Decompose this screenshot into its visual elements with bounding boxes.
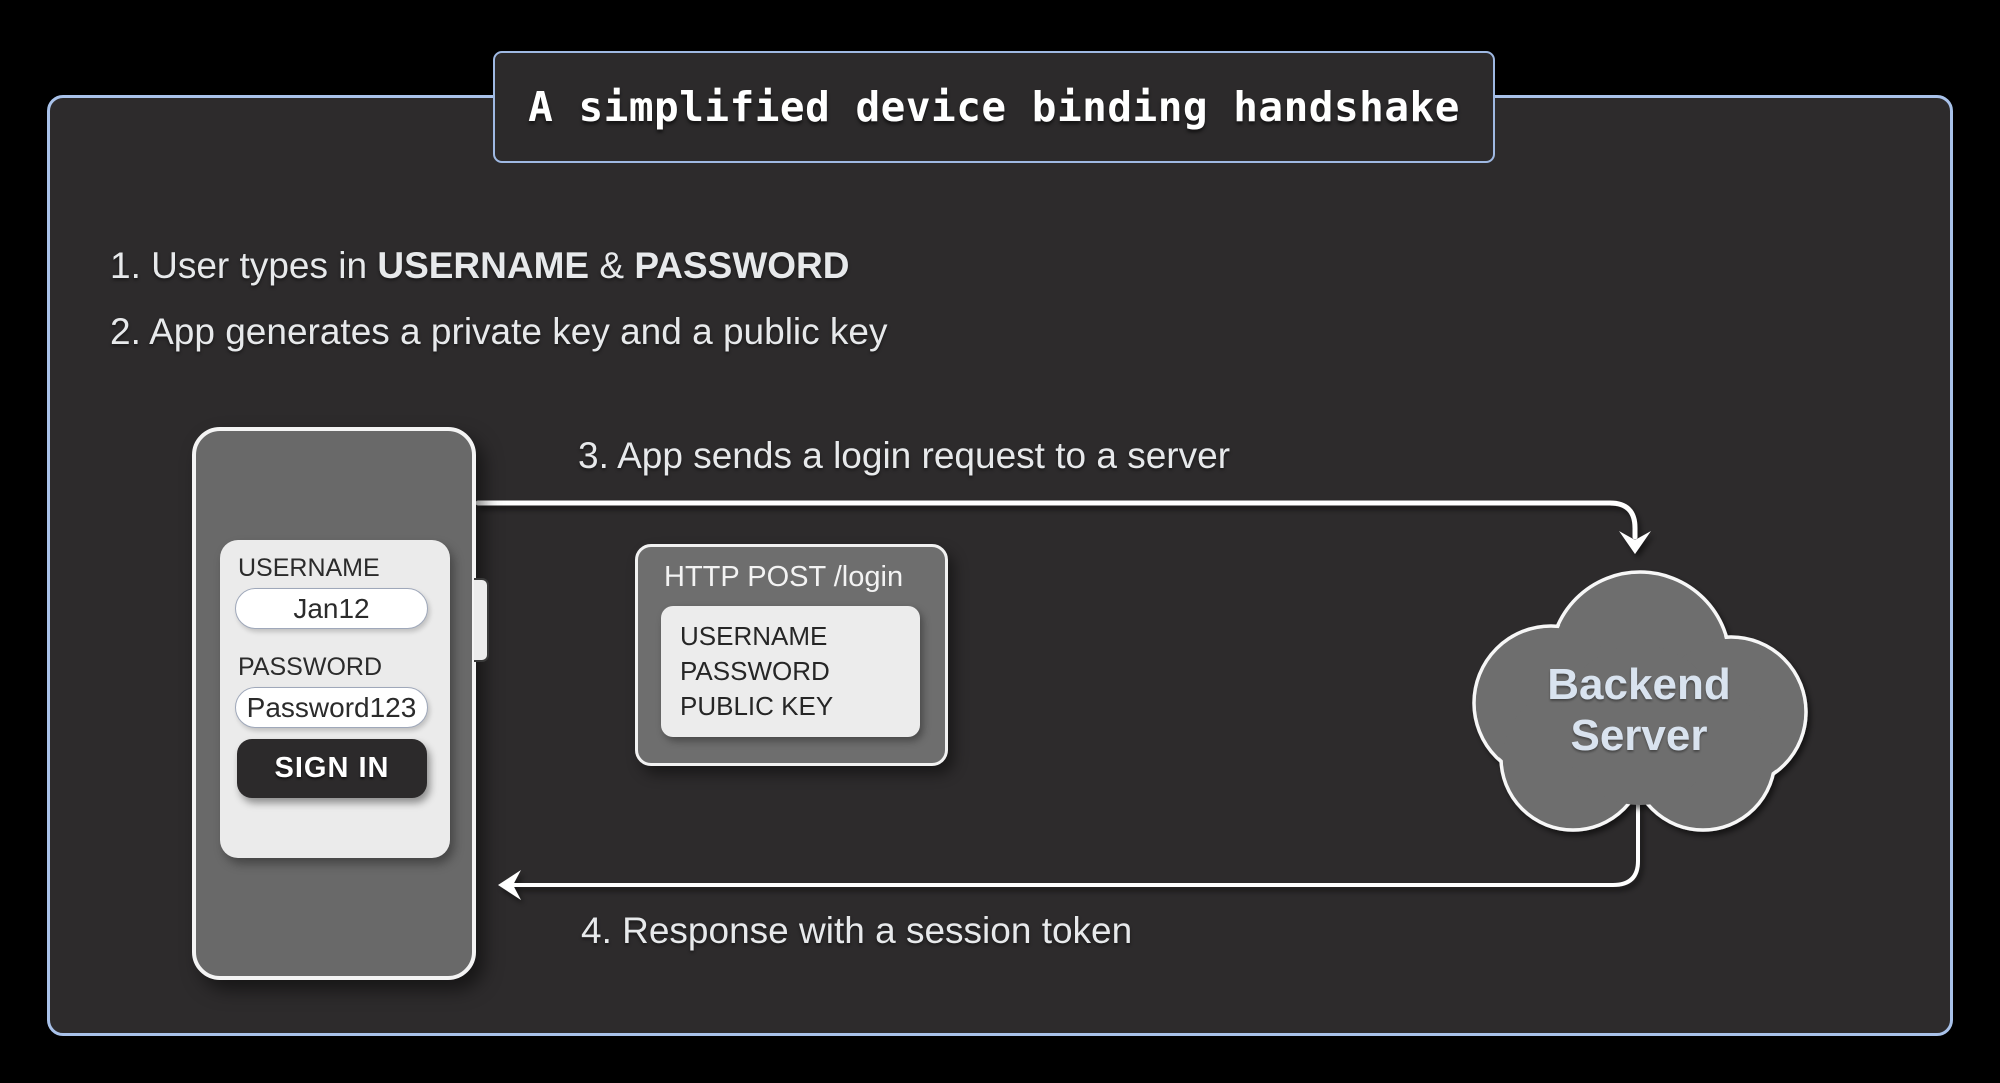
step-1-username-bold: USERNAME (377, 245, 590, 286)
password-label: PASSWORD (238, 653, 382, 681)
backend-server-label-line2: Server (1570, 711, 1708, 760)
backend-server-label: Backend Server (1473, 659, 1805, 761)
payload-field-username: USERNAME (680, 621, 828, 651)
http-payload-box: USERNAME PASSWORD PUBLIC KEY (661, 606, 920, 737)
step-1-password-bold: PASSWORD (634, 245, 850, 286)
step-1-text: 1. User types in USERNAME & PASSWORD (110, 245, 850, 287)
password-input[interactable]: Password123 (235, 687, 428, 728)
step-4-text: 4. Response with a session token (581, 910, 1133, 951)
payload-field-public-key: PUBLIC KEY (680, 691, 834, 721)
step-2-text: 2. App generates a private key and a pub… (110, 311, 888, 352)
username-input[interactable]: Jan12 (235, 588, 428, 629)
sign-in-button[interactable]: SIGN IN (237, 739, 427, 798)
http-post-title: HTTP POST /login (664, 561, 904, 593)
username-label: USERNAME (238, 554, 380, 582)
phone: USERNAME Jan12 PASSWORD Password123 SIGN… (192, 427, 489, 980)
diagram-title: A simplified device binding handshake (528, 83, 1460, 131)
step-1-separator: & (589, 245, 635, 286)
login-form-panel: USERNAME Jan12 PASSWORD Password123 SIGN… (220, 540, 450, 858)
step-3-text: 3. App sends a login request to a server (578, 435, 1231, 476)
phone-side-button (474, 578, 489, 662)
title-box: A simplified device binding handshake (493, 51, 1495, 163)
backend-server-label-line1: Backend (1547, 660, 1731, 709)
payload-field-password: PASSWORD (680, 656, 830, 686)
step-1-prefix: 1. User types in (110, 245, 378, 286)
http-post-box: HTTP POST /login USERNAME PASSWORD PUBLI… (635, 544, 948, 766)
